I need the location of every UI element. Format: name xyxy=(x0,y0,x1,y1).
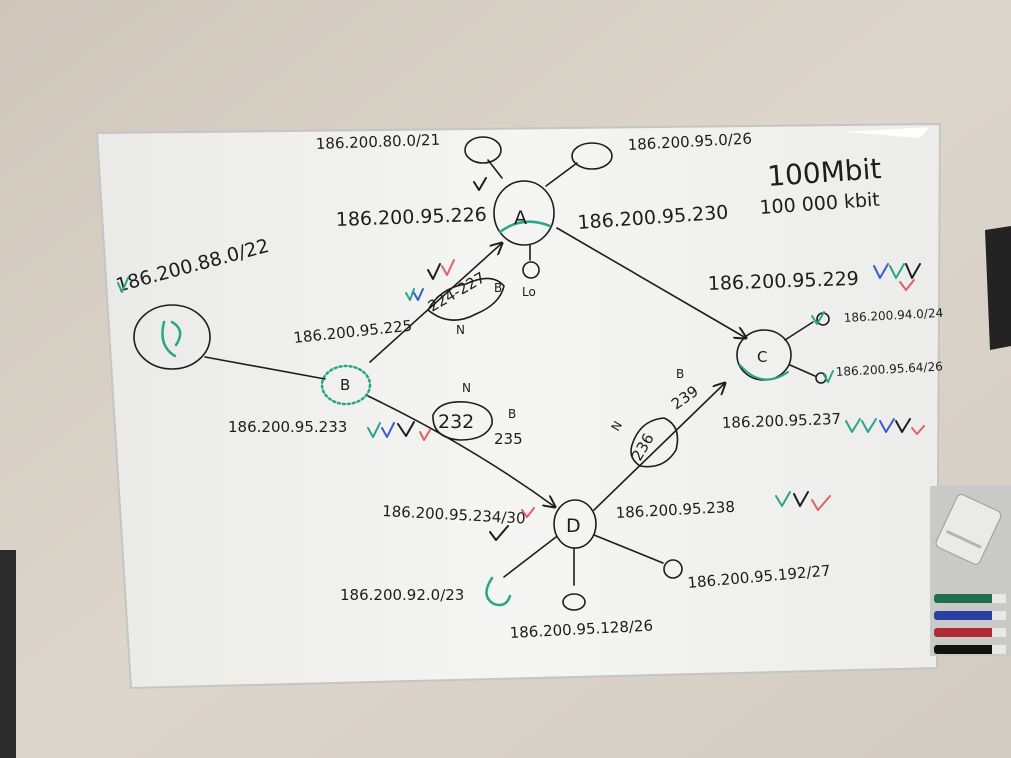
router-b-label: B xyxy=(340,376,350,394)
bandwidth-mbit-label: 100Mbit xyxy=(766,152,882,193)
link-b-to-d xyxy=(367,395,555,507)
link-d-to-c xyxy=(593,383,725,511)
loopback-circle xyxy=(522,261,540,279)
cloud-224-227 xyxy=(426,277,505,321)
a-left-ip-label: 186.200.95.226 xyxy=(335,204,487,231)
net-blob-a-left xyxy=(464,136,502,164)
link-bd-n-marker: N xyxy=(462,381,471,395)
link-a-to-c xyxy=(556,227,746,338)
link-ab-b-marker: B xyxy=(494,281,502,295)
right-dark-object xyxy=(985,226,1011,350)
whiteboard xyxy=(95,122,942,690)
link-ab-n-marker: N xyxy=(456,323,465,337)
link-bd-end: 235 xyxy=(494,430,523,448)
marker-blue xyxy=(934,611,1006,620)
net-blob-b xyxy=(133,304,211,370)
net-blob-d-bottom xyxy=(562,593,586,611)
eraser xyxy=(935,494,1002,565)
marker-green xyxy=(934,594,1006,603)
cloud-232 xyxy=(432,400,493,441)
link-bd-b-marker: B xyxy=(508,407,516,421)
net-blob-d-left xyxy=(485,576,512,607)
router-a-green-stroke xyxy=(498,220,552,234)
left-dark-object xyxy=(0,550,16,758)
link-b-to-a xyxy=(369,243,502,363)
c-down-ip-label: 186.200.95.237 xyxy=(722,410,842,432)
marker-tray xyxy=(930,486,1011,656)
link-dc-b-marker: B xyxy=(676,367,684,381)
marker-red xyxy=(934,628,1006,637)
c-net-2-label: 186.200.95.64/26 xyxy=(835,359,943,379)
loopback-label: Lo xyxy=(522,285,536,299)
net-blob-d-right xyxy=(663,559,683,579)
net-a-left-label: 186.200.80.0/21 xyxy=(316,131,441,153)
check-marks xyxy=(117,177,925,541)
c-net-1-label: 186.200.94.0/24 xyxy=(843,306,943,325)
router-d-circle xyxy=(553,499,597,549)
router-a-label: A xyxy=(514,207,527,229)
marker-black xyxy=(934,645,1006,654)
router-d-label: D xyxy=(566,515,581,537)
link-bd-subnet: 232 xyxy=(438,411,474,433)
b-down-ip-label: 186.200.95.233 xyxy=(228,418,347,436)
router-a-circle xyxy=(493,180,555,246)
c-ip-label: 186.200.95.229 xyxy=(707,268,859,295)
d-net-left-label: 186.200.92.0/23 xyxy=(340,586,464,604)
router-c-label: C xyxy=(757,348,767,366)
cloud-236 xyxy=(630,417,679,468)
net-blob-a-right xyxy=(571,142,613,170)
router-b-circle xyxy=(320,364,372,406)
